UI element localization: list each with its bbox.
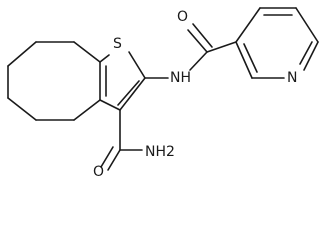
sulfur-label: S [113, 36, 122, 52]
chemical-structure-diagram: S O NH N O NH2 [7, 7, 319, 180]
amide-nitrogen-label: NH [170, 70, 191, 86]
amide-linker [144, 23, 237, 79]
pyridine-ring [235, 7, 319, 79]
carbonyl-oxygen-bottom-label: O [93, 164, 104, 180]
pyridine-nitrogen-label: N [287, 70, 297, 86]
primary-amide-label: NH2 [145, 144, 175, 160]
carbonyl-oxygen-top-label: O [177, 9, 188, 25]
cyclohexane-ring [7, 41, 101, 121]
carboxamide-group [100, 109, 143, 171]
thiophene-ring [73, 41, 146, 111]
